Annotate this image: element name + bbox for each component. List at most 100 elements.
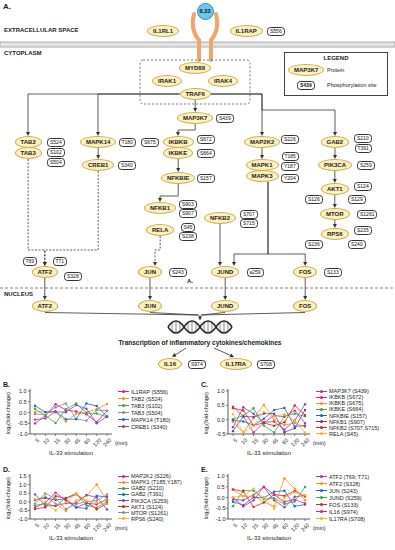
series-marker [85,419,87,421]
series-marker [304,403,306,405]
swatch-marker [320,496,323,499]
series-marker [65,418,67,420]
node-text: S243 [172,269,184,275]
legend-text: RPS6 (S240) [131,516,163,522]
node-text: S328 [67,273,79,279]
series-marker [273,493,275,495]
node-text: IRAK1 [158,77,176,85]
node-text: S707 [243,211,255,217]
tick-mark [226,476,228,477]
series-marker [75,404,77,406]
node-text: S240 [351,241,363,247]
series-marker [54,497,56,499]
series-marker [263,497,265,499]
series-line [233,404,305,429]
node-text: JUN [144,268,156,276]
series-marker [54,411,56,413]
connector [303,278,307,300]
axis-title: IL-33 stimulation [247,450,291,457]
connector-line [155,236,160,263]
node-text: S439 [300,82,312,88]
tick-label: 240 [300,437,311,448]
node-text: IRAK4 [214,77,232,85]
series-marker [242,490,244,492]
node-text: S340 [121,162,133,168]
series-marker [252,431,254,433]
node-text: MTOR [326,210,344,218]
legend-swatch [118,480,129,485]
node-text: TRAF6 [186,90,205,98]
tick-label: 0.0 [19,499,27,505]
data-series [232,490,306,508]
tick-label: -0.5 [18,507,27,513]
output-arrow [175,348,187,355]
series-marker [242,431,244,433]
chart-axes [226,389,310,436]
protein-oval: TRAF6 [180,88,211,100]
series-marker [54,406,56,408]
protein-oval: ATF2 [32,300,59,312]
series-marker [273,508,275,510]
legend-text: IKBKE (S664) [329,406,363,412]
node-text: S210 [357,135,369,141]
swatch-marker [320,396,323,399]
series-line [35,405,107,423]
phosphosite-box: S240 [348,240,366,249]
series-marker [283,490,285,492]
phosphosite-box: S1261 [357,210,377,219]
node-text: S524 [50,139,62,145]
series-marker [85,501,87,503]
tick-mark [45,434,46,436]
panel-letter: B. [3,381,10,389]
legend-swatch [316,407,327,412]
complex-outline [140,60,250,104]
series-marker [65,408,67,410]
axis-line [30,434,112,435]
legend-text: ATF2 (S328) [329,481,360,487]
series-marker [44,414,46,416]
tick-mark [226,434,228,435]
tick-mark [28,401,30,402]
legend-text: IL1RAP (S556) [131,389,168,395]
ligand-circle: IL33 [197,3,214,20]
connector-line [28,94,180,133]
swatch-marker [122,418,125,421]
series-marker [34,405,36,407]
phosphosite-box: S236 [305,240,323,249]
node-text: RELA [152,226,168,234]
phosphosite-box: S439 [216,114,234,123]
phosphosite-box: S707 [240,210,258,219]
series-marker [34,493,36,495]
tick-mark [107,434,108,436]
phosphosite-box: S974 [188,360,206,369]
data-series [34,491,108,508]
series-marker [85,500,87,502]
series-line [35,404,107,423]
connector [232,182,268,266]
tick-label: -1.0 [18,431,27,437]
legend-swatch [316,502,327,507]
legend-swatch [316,495,327,500]
tick-mark [284,434,285,436]
protein-oval: MAPK3 [246,170,279,182]
data-series [232,404,306,427]
legend-swatch [118,410,129,415]
series-marker [294,496,296,498]
node-text: S124 [357,183,369,189]
tick-mark [226,508,228,509]
tick-label: 0.5 [217,484,225,490]
connector [43,278,47,300]
series-marker [252,413,254,415]
phosphosite-box: S708 [257,360,275,369]
tick-mark [96,434,97,436]
series-line [233,489,305,507]
series-marker [54,509,56,511]
tick-mark [28,501,30,502]
legend-text: MAP3K7 (S439) [329,388,369,394]
protein-oval: RPS6 [321,228,349,240]
dna-strand [168,321,232,333]
node-text: GAB2 [327,138,344,146]
swatch-marker [320,475,323,478]
connector-line [211,94,262,133]
protein-oval: JUND [211,266,239,278]
